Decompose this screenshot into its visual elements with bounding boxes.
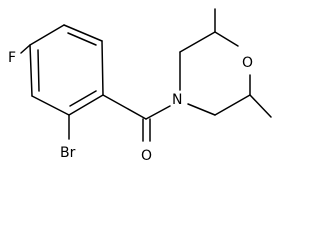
ring-bond-c6-c1 <box>29 24 65 46</box>
ring-bond-c1-c2 <box>63 24 103 42</box>
atom-label-bromine: Br <box>60 145 76 161</box>
ring-bond-c3-c4-inner <box>69 90 97 107</box>
ring-bond-c2-c3 <box>179 31 216 53</box>
ring-bond-c5-c6 <box>29 44 33 97</box>
ring-bond-c5-c6 <box>214 94 251 116</box>
bond-fluorine <box>20 44 31 54</box>
benzene-ring <box>29 24 104 116</box>
bond-carbonyl-nitrogen <box>145 105 171 120</box>
atom-label-ring-oxygen: O <box>242 55 253 71</box>
ring-bond-c5-c6-inner <box>37 49 40 92</box>
ring-bond-c1-c2-inner <box>67 32 97 46</box>
ring-bond-c4-c5 <box>31 95 70 116</box>
ring-bond-c6-n <box>187 103 216 116</box>
ring-bond-c3-o <box>214 31 239 47</box>
atom-label-carbonyl-oxygen: O <box>141 148 152 164</box>
atom-label-nitrogen: N <box>172 92 182 108</box>
bond-methyl-lower <box>249 94 272 118</box>
chemical-structure-diagram: F Br O N O <box>8 8 272 164</box>
bond-aryl-carbonyl <box>102 94 147 120</box>
ring-bond-c3-c4 <box>68 94 104 116</box>
morpholine-ring <box>179 31 251 116</box>
atom-label-fluorine: F <box>8 50 16 66</box>
ring-bond-c2-c3 <box>101 40 104 96</box>
